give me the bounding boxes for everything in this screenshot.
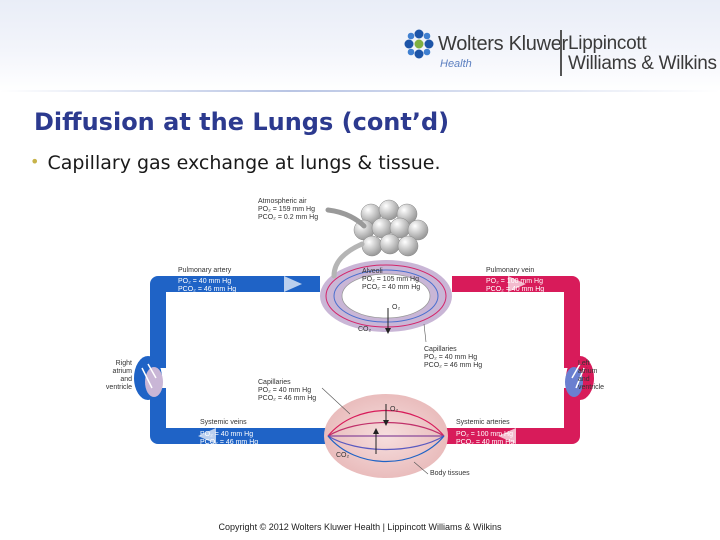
pulmonary-vein-vessel [452, 276, 580, 368]
circulation-illustration [134, 199, 594, 478]
atmospheric-air-label: Atmospheric air PO₂ = 159 mm Hg PCO₂ = 0… [258, 198, 319, 221]
systemic-veins-values: PO₂ = 40 mm Hg PCO₂ = 46 mm Hg [200, 431, 259, 446]
tissue-capillaries-leader [321, 387, 351, 415]
imprint-line-2: Williams & Wilkins [568, 53, 717, 74]
publisher-logo: Wolters Kluwer Health Lippincott William… [404, 28, 717, 80]
systemic-vein-vessel [150, 388, 328, 444]
logo-division: Health [440, 58, 472, 70]
systemic-arteries-label: Systemic arteries [456, 419, 510, 426]
gas-exchange-diagram: Atmospheric air PO₂ = 159 mm Hg PCO₂ = 0… [96, 192, 604, 504]
lung-capillaries-leader [423, 323, 427, 343]
alveoli-o2-label: O₂ [392, 304, 401, 311]
systemic-veins-label: Systemic veins [200, 419, 247, 426]
logo-name: Wolters Kluwer [438, 33, 568, 55]
pulmonary-vein-arrow-icon [508, 276, 526, 292]
body-tissues-leader [413, 461, 429, 475]
pulmonary-artery-values: PO₂ = 40 mm Hg PCO₂ = 46 mm Hg [178, 278, 237, 293]
body-tissues-label: Body tissues [430, 470, 470, 477]
right-heart-label: Right atrium and ventricle [105, 360, 132, 391]
alveolar-capillary-bed [320, 260, 452, 332]
header-divider [0, 90, 720, 92]
alveoli-co2-label: CO₂ [358, 326, 372, 333]
header-band [0, 0, 720, 92]
wolters-kluwer-logo-icon [404, 29, 434, 59]
copyright-footer: Copyright © 2012 Wolters Kluwer Health |… [218, 522, 502, 532]
systemic-artery-arrow-icon [498, 428, 516, 444]
left-heart-label: Left atrium and ventricle [578, 360, 605, 391]
bullet-item: • Capillary gas exchange at lungs & tissu… [30, 152, 441, 174]
tissue-capillaries-label: Capillaries PO₂ = 40 mm Hg PCO₂ = 46 mm … [258, 379, 317, 402]
left-heart-illustration [565, 356, 594, 400]
pulmonary-artery-label: Pulmonary artery [178, 267, 232, 274]
pulmonary-artery-arrow-icon [284, 276, 302, 292]
pulmonary-artery-vessel [150, 276, 320, 368]
alveoli-label: Alveoli PO₂ = 105 mm Hg PCO₂ = 40 mm Hg [362, 268, 421, 291]
pulmonary-vein-values: PO₂ = 100 mm Hg PCO₂ = 40 mm Hg [486, 278, 545, 293]
alveolar-sacs [353, 199, 429, 257]
exhaled-air-arrow [331, 241, 365, 279]
bullet-text: Capillary gas exchange at lungs & tissue… [47, 152, 441, 174]
inhaled-air-arrow [325, 207, 367, 229]
systemic-artery-vessel [444, 388, 580, 444]
logo-divider [560, 30, 562, 76]
lung-capillaries-label: Capillaries PO₂ = 40 mm Hg PCO₂ = 46 mm … [424, 346, 483, 369]
right-heart-illustration [134, 356, 163, 400]
bullet-icon: • [30, 152, 40, 171]
imprint-line-1: Lippincott [568, 33, 647, 54]
systemic-arteries-values: PO₂ = 100 mm Hg PCO₂ = 40 mm Hg [456, 431, 515, 446]
systemic-vein-arrow-icon [198, 428, 216, 444]
slide-title: Diffusion at the Lungs (cont’d) [34, 108, 450, 136]
tissue-co2-label: CO₂ [336, 452, 350, 459]
tissue-o2-label: O₂ [390, 406, 399, 413]
pulmonary-vein-label: Pulmonary vein [486, 267, 535, 274]
